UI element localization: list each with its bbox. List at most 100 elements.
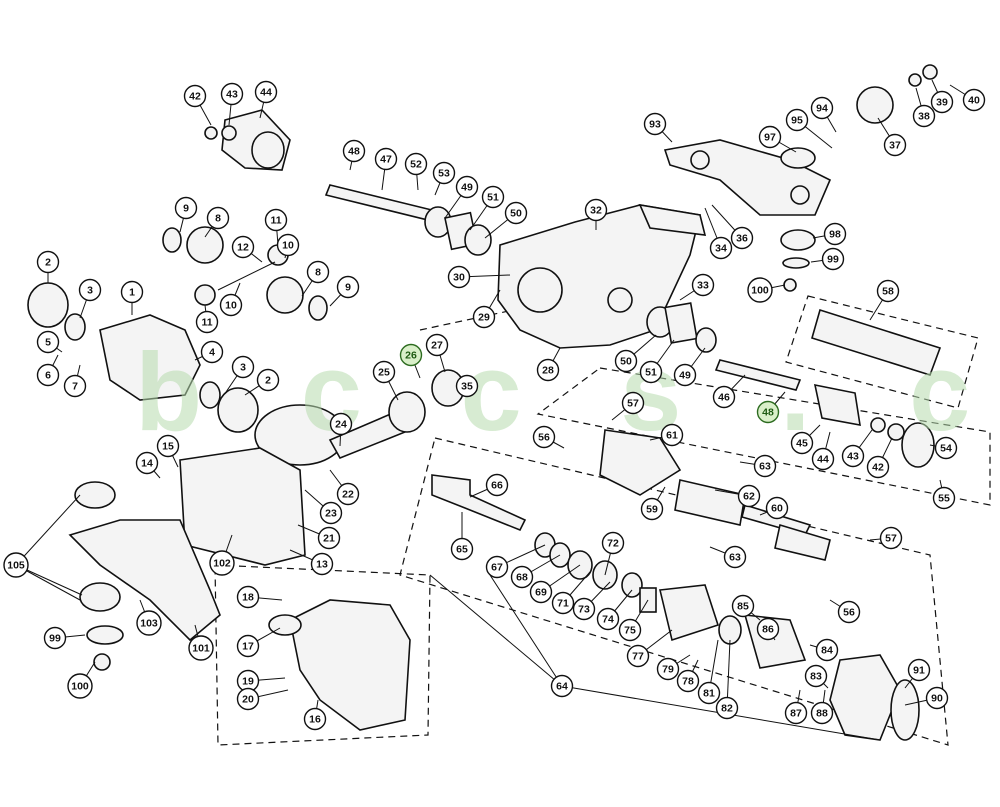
callout-59: 59 — [640, 497, 664, 521]
washer-lower — [86, 625, 124, 645]
seal-82 — [718, 615, 742, 645]
callout-circle — [618, 618, 642, 642]
callout-circle — [183, 84, 207, 108]
callout-number: 94 — [816, 103, 828, 115]
callout-4: 4 — [200, 340, 224, 364]
callout-circle — [715, 696, 739, 720]
callout-36: 36 — [730, 226, 754, 250]
right-cover-plate — [664, 302, 698, 344]
callout-20: 20 — [236, 687, 260, 711]
callout-52: 52 — [404, 152, 428, 176]
callout-number: 52 — [410, 159, 422, 171]
callout-number: 67 — [491, 562, 503, 574]
callout-number: 78 — [682, 676, 694, 688]
callout-49: 49 — [673, 363, 697, 387]
yoke-flange — [901, 422, 935, 468]
callout-number: 65 — [456, 544, 468, 556]
callout-circle — [188, 635, 214, 661]
callout-circle — [532, 425, 556, 449]
rear-cover — [179, 447, 306, 566]
callout-number: 105 — [7, 560, 25, 572]
mount-inset-bracket — [289, 599, 411, 731]
callout-number: 56 — [538, 432, 550, 444]
callout-circle — [883, 133, 907, 157]
callout-circle — [756, 400, 780, 424]
callout-circle — [811, 447, 835, 471]
callout-circle — [336, 275, 360, 299]
callout-48: 48 — [342, 139, 366, 163]
callout-86: 86 — [756, 617, 780, 641]
callout-94: 94 — [810, 96, 834, 120]
callout-circle — [510, 565, 534, 589]
callout-circle — [551, 591, 575, 615]
callout-11: 11 — [195, 310, 219, 334]
callout-number: 57 — [627, 398, 639, 410]
callout-64: 64 — [550, 674, 574, 698]
callout-circle — [219, 293, 243, 317]
callout-circle — [712, 385, 736, 409]
callout-circle — [879, 526, 903, 550]
callout-number: 60 — [771, 503, 783, 515]
callout-circle — [36, 330, 60, 354]
callout-circle — [790, 431, 814, 455]
side-bearing-right — [217, 387, 259, 433]
callout-number: 32 — [590, 205, 602, 217]
callout-28: 28 — [536, 358, 560, 382]
callout-circle — [264, 208, 288, 232]
callout-50: 50 — [614, 349, 638, 373]
callout-66: 66 — [485, 473, 509, 497]
callout-circle — [319, 501, 343, 525]
callout-circle — [810, 701, 834, 725]
callout-17: 17 — [236, 634, 260, 658]
callout-circle — [962, 88, 986, 112]
callout-44: 44 — [254, 80, 278, 104]
callout-number: 84 — [821, 645, 833, 657]
callout-circle — [306, 260, 330, 284]
callout-number: 15 — [162, 441, 174, 453]
callout-60: 60 — [765, 496, 789, 520]
callout-number: 72 — [607, 538, 619, 550]
callout-77: 77 — [626, 644, 650, 668]
callout-71: 71 — [551, 591, 575, 615]
callout-number: 49 — [679, 370, 691, 382]
callout-circle — [43, 626, 67, 650]
callout-circle — [643, 112, 667, 136]
callout-number: 64 — [556, 681, 568, 693]
callout-circle — [536, 358, 560, 382]
callout-number: 17 — [242, 641, 254, 653]
callout-number: 66 — [491, 480, 503, 492]
callout-circle — [254, 80, 278, 104]
callout-100: 100 — [67, 673, 93, 699]
callout-39: 39 — [930, 90, 954, 114]
callout-number: 19 — [242, 676, 254, 688]
callout-number: 99 — [827, 254, 839, 266]
callout-circle — [455, 175, 479, 199]
callout-number: 44 — [260, 87, 272, 99]
callout-number: 62 — [743, 491, 755, 503]
callout-circle — [815, 638, 839, 662]
callout-circle — [481, 185, 505, 209]
callout-number: 29 — [478, 312, 490, 324]
callout-circle — [200, 340, 224, 364]
callout-number: 48 — [762, 407, 774, 419]
callout-circle — [810, 96, 834, 120]
callout-100: 100 — [747, 277, 773, 303]
lower-mount-arm — [68, 519, 221, 642]
callout-85: 85 — [731, 594, 755, 618]
callout-number: 13 — [316, 559, 328, 571]
callout-99: 99 — [821, 247, 845, 271]
callout-55: 55 — [932, 486, 956, 510]
flange-nut — [204, 126, 218, 140]
nut-lower — [93, 653, 111, 671]
callout-number: 77 — [632, 651, 644, 663]
callout-number: 23 — [325, 508, 337, 520]
output-flange-37 — [856, 86, 894, 124]
callout-circle — [866, 455, 890, 479]
callout-number: 3 — [87, 285, 93, 297]
callout-number: 63 — [729, 552, 741, 564]
callout-3: 3 — [78, 278, 102, 302]
callout-circle — [723, 545, 747, 569]
callout-63: 63 — [723, 545, 747, 569]
callout-number: 91 — [913, 665, 925, 677]
